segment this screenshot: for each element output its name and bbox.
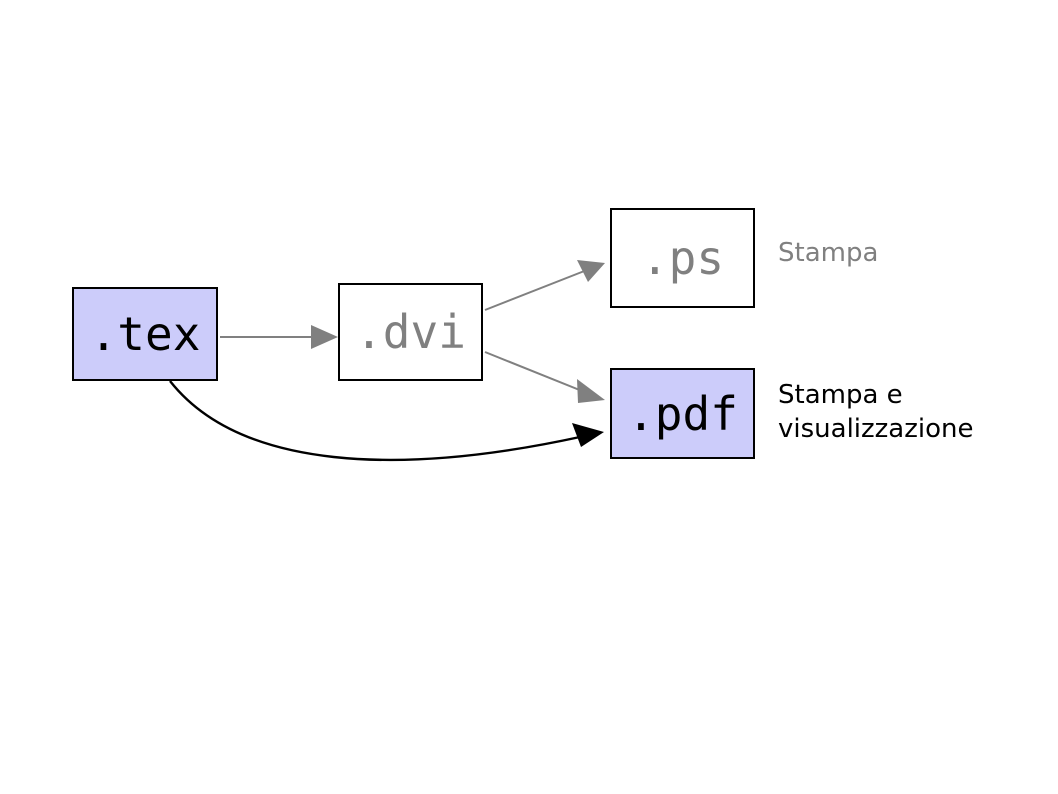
- edge-dvi-to-pdf: [484, 351, 605, 403]
- node-dvi[interactable]: .dvi: [338, 283, 483, 381]
- edge-tex-to-pdf-curve: [169, 380, 581, 462]
- node-tex-label: .tex: [89, 307, 201, 361]
- node-pdf-label: .pdf: [627, 386, 738, 441]
- edge-dvi-to-ps: [484, 260, 605, 311]
- edge-tex-to-pdf-arrowhead: [572, 423, 604, 447]
- node-ps-label: .ps: [640, 231, 725, 285]
- edge-dvi-to-ps-line: [484, 267, 593, 311]
- annotation-stampa-visualizzazione: Stampa e visualizzazione: [778, 380, 974, 445]
- edge-dvi-to-pdf-line: [484, 351, 593, 396]
- edge-tex-to-pdf: [169, 380, 604, 462]
- edge-tex-to-dvi-arrowhead: [311, 325, 338, 349]
- edge-dvi-to-ps-arrowhead: [577, 260, 605, 282]
- node-pdf[interactable]: .pdf: [610, 368, 755, 459]
- edge-dvi-to-pdf-arrowhead: [577, 379, 605, 403]
- edge-tex-to-dvi: [220, 325, 338, 349]
- annotation-stampa: Stampa: [778, 238, 879, 268]
- node-ps[interactable]: .ps: [610, 208, 755, 308]
- node-dvi-label: .dvi: [355, 305, 466, 359]
- node-tex[interactable]: .tex: [72, 287, 218, 381]
